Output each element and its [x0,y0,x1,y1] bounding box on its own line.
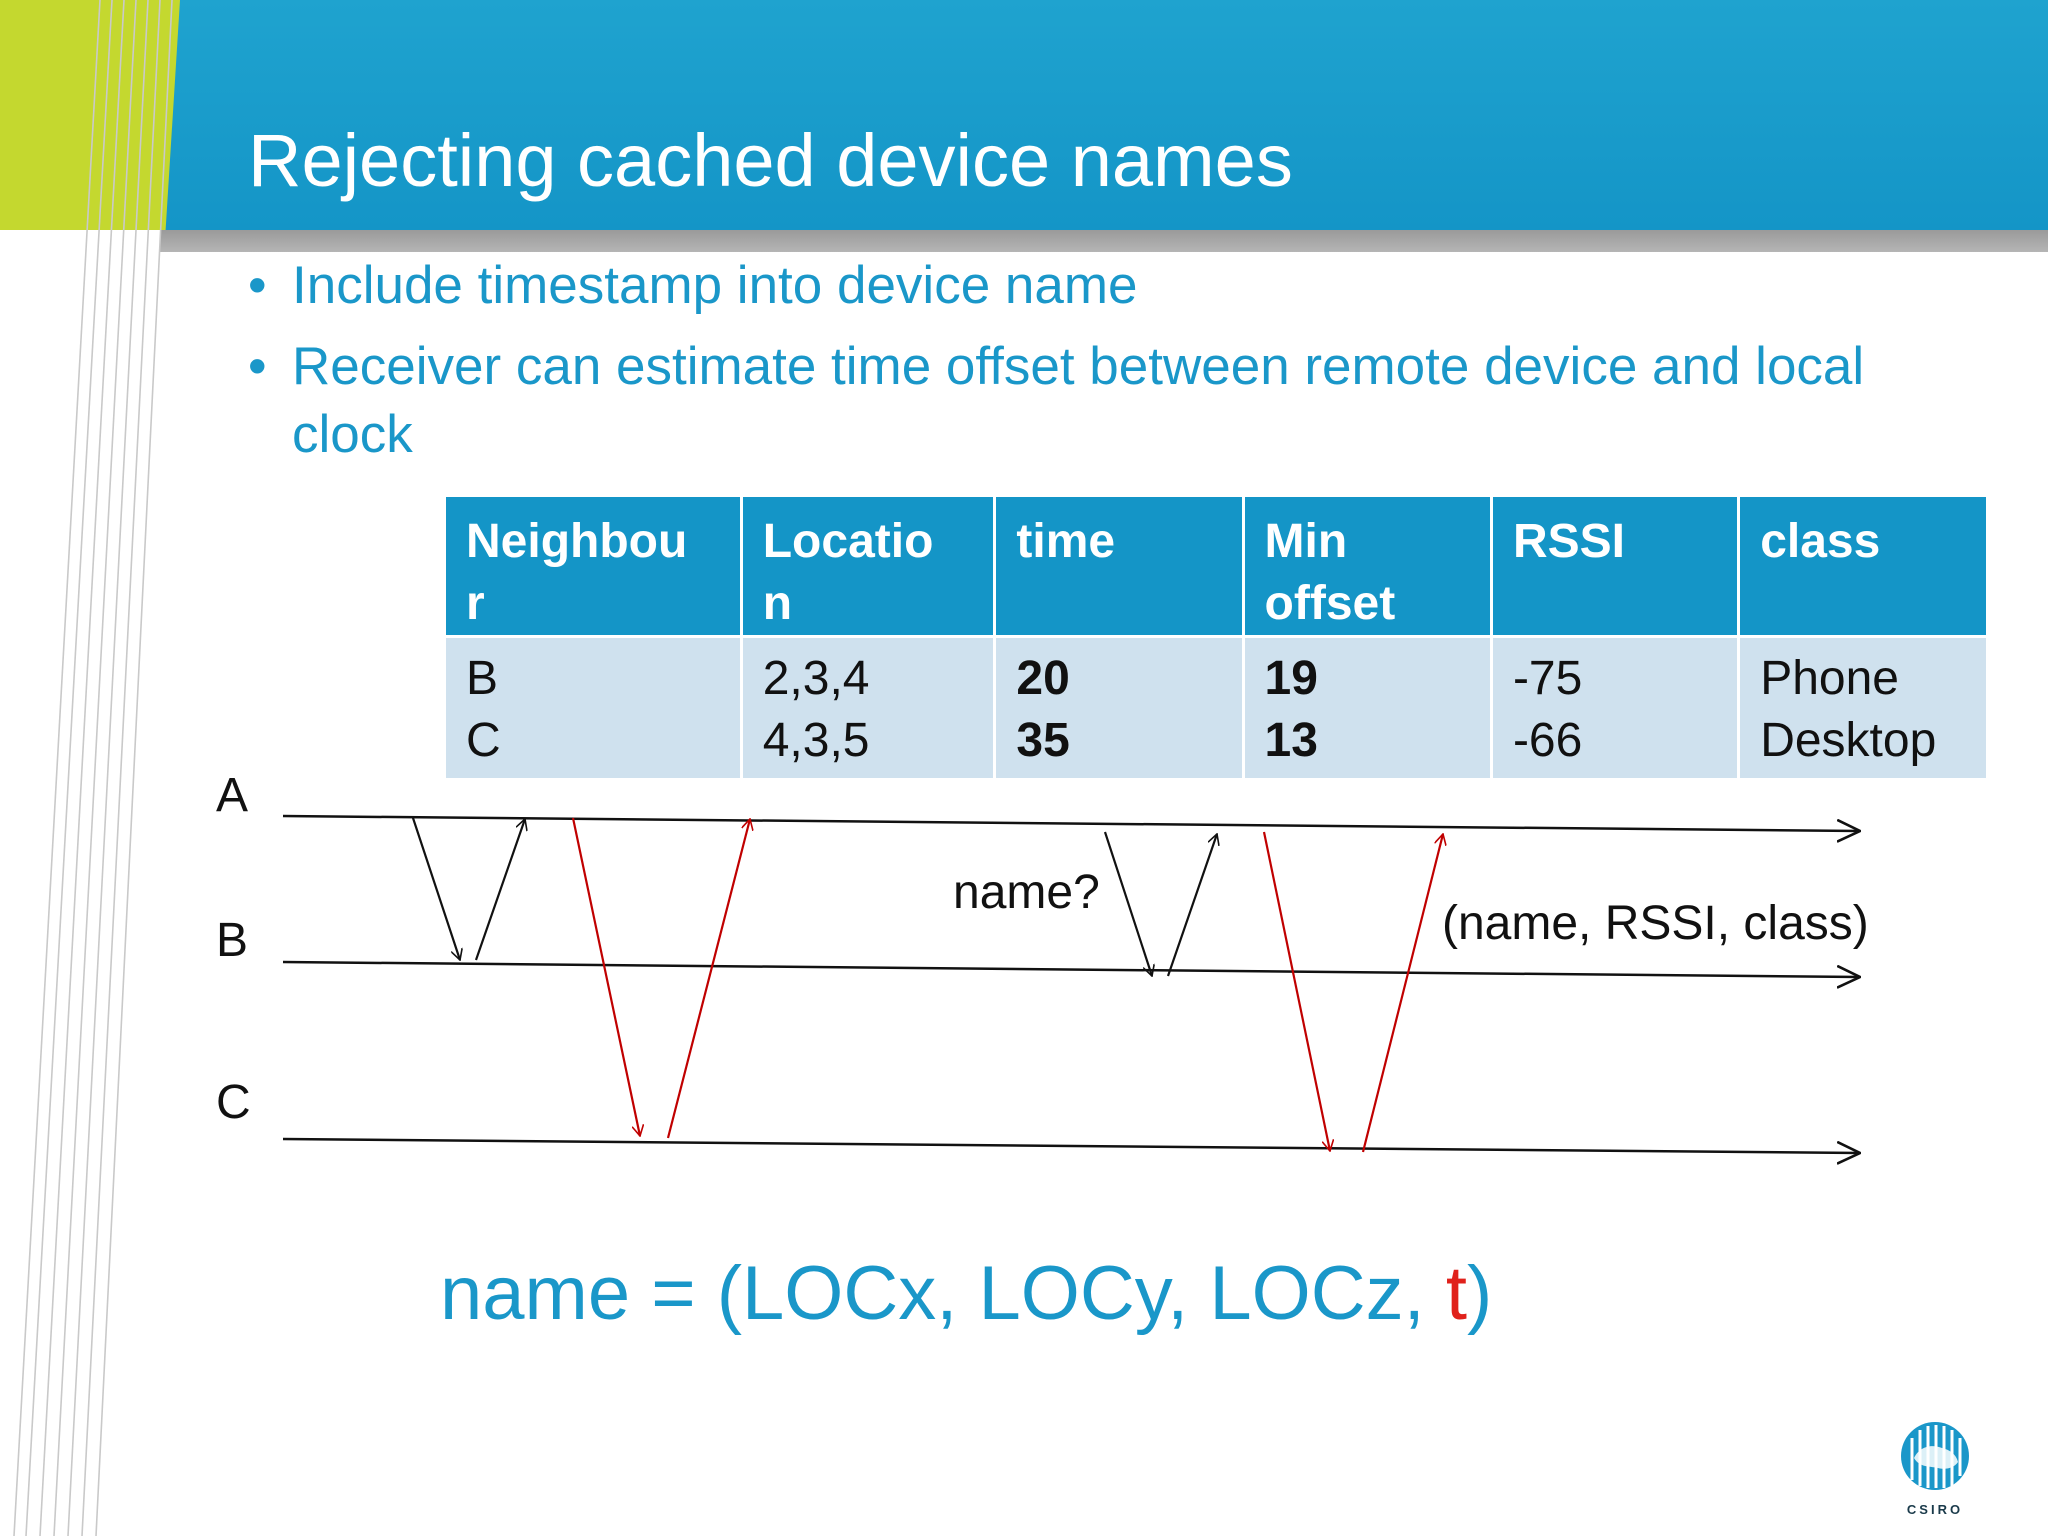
timeline-b [282,960,1860,977]
slide-title: Rejecting cached device names [248,119,1293,202]
reply-arrow-b-to-a [474,819,525,961]
cell-line: 13 [1264,714,1318,767]
header-rssi: RSSI [1489,494,1741,638]
query-arrow-a-to-c [571,817,640,1136]
query-arrow-a-to-b [411,817,460,960]
bullet-item: • Include timestamp into device name [248,252,1948,320]
header-line: r [466,577,485,630]
cell-line: Desktop [1760,714,1937,767]
table-header-row: Neighbou r Locatio n time Min offset RSS… [443,494,1989,638]
node-label-c: C [216,1076,251,1129]
cell-min-offset: 19 13 [1241,635,1493,781]
query-arrow-a-to-c [1262,831,1330,1151]
cell-neighbour: B C [443,635,743,781]
bullet-item: • Receiver can estimate time offset betw… [248,333,1948,469]
query-label: name? [953,866,1100,919]
table-row: B C 2,3,4 4,3,5 20 35 19 13 -75 -66 [443,635,1989,781]
header-line: class [1760,515,1881,568]
reply-label: (name, RSSI, class) [1442,897,1869,950]
cell-line: B [466,652,499,705]
header-line: Min [1264,515,1348,568]
cell-line: Phone [1760,652,1899,705]
cell-rssi: -75 -66 [1489,635,1741,781]
header-line: Neighbou [466,515,688,568]
reply-arrow-b-to-a [1166,834,1217,977]
bullet-text: Receiver can estimate time offset betwee… [292,337,1865,464]
header-line: time [1016,515,1116,568]
cell-location: 2,3,4 4,3,5 [739,635,997,781]
header-neighbour: Neighbou r [443,494,743,638]
header-shadow [160,230,2048,252]
cell-line: 2,3,4 [762,652,870,705]
reply-arrow-c-to-a [1361,834,1443,1153]
node-label-a: A [216,769,249,822]
bullet-dot: • [248,337,267,396]
cell-line: 35 [1016,714,1070,767]
timeline-a [282,814,1860,831]
bullet-list: • Include timestamp into device name • R… [248,252,1948,482]
formula-timestamp: t [1445,1251,1468,1336]
cell-line: 4,3,5 [762,714,870,767]
formula-suffix: ) [1467,1251,1493,1336]
query-arrow-a-to-b [1103,831,1152,976]
csiro-logo-icon: CSIRO [1901,1422,1969,1517]
green-corner-accent [0,0,180,230]
cell-class: Phone Desktop [1737,635,1989,781]
timeline-c [282,1137,1860,1153]
header-line: offset [1264,577,1396,630]
neighbour-table: Neighbou r Locatio n time Min offset RSS… [443,494,1989,781]
header-class: class [1737,494,1989,638]
cell-line: -66 [1512,714,1583,767]
bullet-text: Include timestamp into device name [292,256,1138,315]
logo-text: CSIRO [1907,1502,1963,1517]
formula-prefix: name = (LOCx, LOCy, LOCz, [440,1251,1446,1336]
reply-arrow-c-to-a [666,819,750,1139]
cell-line: C [466,714,501,767]
cell-line: -75 [1512,652,1583,705]
header-band [0,0,2048,230]
header-time: time [993,494,1245,638]
cell-time: 20 35 [993,635,1245,781]
header-min-offset: Min offset [1241,494,1493,638]
header-line: n [762,577,793,630]
header-line: RSSI [1512,515,1625,568]
name-formula: name = (LOCx, LOCy, LOCz, t) [440,1250,1492,1337]
node-label-b: B [216,914,249,967]
cell-line: 19 [1264,652,1318,705]
bullet-dot: • [248,256,267,315]
cell-line: 20 [1016,652,1070,705]
header-location: Locatio n [739,494,997,638]
header-line: Locatio [762,515,934,568]
